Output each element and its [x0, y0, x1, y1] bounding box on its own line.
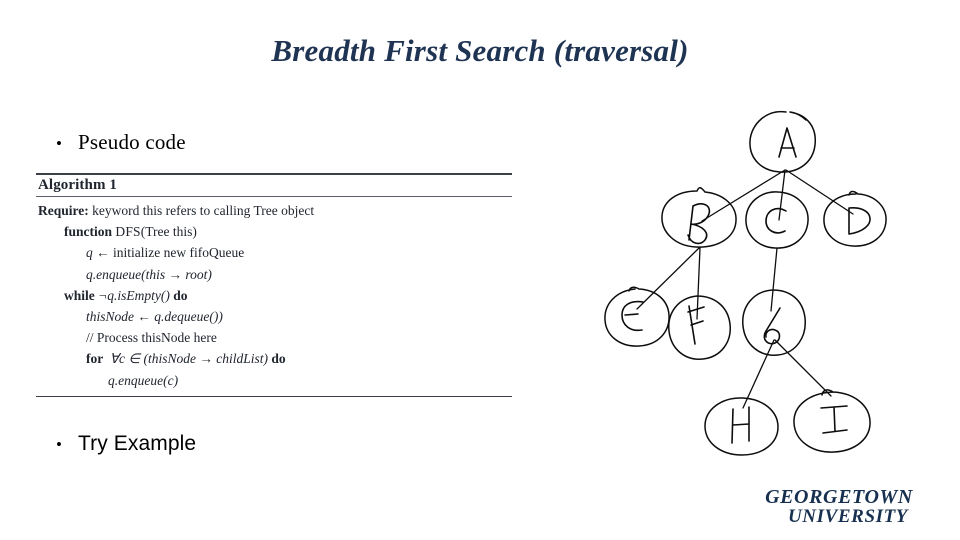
algorithm-line-segment: keyword this refers to calling Tree obje…: [88, 203, 315, 218]
algorithm-line: thisNode ← q.dequeue()): [38, 306, 512, 327]
tree-node-g-outline: [742, 289, 806, 356]
tree-node-h-label-glyph: [731, 406, 750, 444]
tree-node-d-label-glyph: [848, 207, 871, 235]
tree-node-e-label-glyph: [621, 300, 644, 332]
algorithm-line: function DFS(Tree this): [38, 221, 512, 242]
algorithm-line: q.enqueue(this → root): [38, 264, 512, 285]
algorithm-block: Algorithm 1 Require: keyword this refers…: [36, 173, 512, 397]
algorithm-line-segment: thisNode ← q.dequeue()): [86, 308, 223, 324]
tree-edge-a-b: [701, 169, 786, 222]
tree-node-f: [668, 295, 731, 360]
logo-line-georgetown: GEORGETOWN: [765, 486, 913, 508]
algorithm-line-segment: DFS: [115, 224, 141, 240]
algorithm-line: q.enqueue(c): [38, 370, 512, 391]
algorithm-line: for ∀c ∈ (thisNode → childList) do: [38, 348, 512, 369]
tree-node-h-outline: [704, 397, 779, 456]
tree-edge-g-h: [742, 339, 775, 409]
algorithm-caption: Algorithm 1: [38, 177, 118, 193]
bullet-item-try-example: • Try Example: [56, 432, 196, 456]
algorithm-line-segment: for: [86, 351, 107, 367]
algorithm-line-segment: ¬q.isEmpty(): [98, 287, 170, 303]
tree-node-f-outline: [668, 295, 731, 360]
algorithm-line-segment: function: [64, 224, 116, 240]
tree-node-f-label-glyph: [687, 305, 705, 345]
algorithm-line-segment: Require:: [38, 203, 89, 218]
tree-node-a: [749, 110, 816, 173]
algorithm-line-segment: q: [86, 245, 93, 261]
algorithm-line-segment: do: [169, 287, 188, 303]
algorithm-line-segment: (Tree this): [140, 224, 197, 240]
tree-edge-b-e: [636, 247, 700, 310]
bullet-item-pseudo-code: • Pseudo code: [56, 130, 186, 155]
page-title: Breadth First Search (traversal): [271, 33, 689, 68]
algorithm-line: q ← initialize new fifoQueue: [38, 242, 512, 263]
tree-node-i: [793, 389, 871, 453]
tree-node-a-outline: [749, 110, 816, 173]
tree-node-h: [704, 397, 779, 456]
algorithm-line-segment: do: [268, 351, 286, 367]
tree-node-g: [742, 289, 806, 356]
tree-edge-c-g: [770, 247, 778, 312]
algorithm-line: Require: keyword this refers to calling …: [38, 200, 512, 221]
algorithm-line-segment: // Process thisNode here: [86, 330, 217, 346]
tree-edge-a-c: [778, 169, 786, 221]
logo-line-university: UNIVERSITY: [787, 506, 909, 528]
tree-node-a-label-glyph: [778, 127, 797, 158]
tree-node-d: [823, 190, 887, 247]
tree-node-c: [745, 191, 809, 249]
bullet-dot-icon: •: [56, 134, 62, 153]
algorithm-rule-top: [36, 173, 512, 175]
algorithm-line: while ¬q.isEmpty() do: [38, 285, 512, 306]
bullet-dot-icon: •: [56, 435, 62, 454]
algorithm-rule-middle: [36, 196, 512, 197]
algorithm-line: // Process thisNode here: [38, 327, 512, 348]
algorithm-line-segment: while: [64, 287, 99, 303]
bullet-label-try-example: Try Example: [78, 432, 197, 455]
bullet-label-pseudo-code: Pseudo code: [78, 130, 186, 154]
tree-diagram: [585, 100, 915, 460]
tree-node-c-outline: [745, 191, 809, 249]
georgetown-university-logo: GEORGETOWN UNIVERSITY: [744, 487, 934, 527]
tree-node-e: [604, 286, 670, 347]
algorithm-line-segment: ← initialize new fifoQueue: [92, 245, 245, 261]
tree-node-b-outline: [661, 187, 737, 248]
tree-node-i-label-glyph: [820, 405, 848, 434]
algorithm-line-segment: ∀c ∈ (thisNode → childList): [106, 351, 268, 367]
tree-node-g-label-glyph: [763, 307, 781, 345]
tree-node-d-outline: [823, 190, 887, 247]
tree-edges: [636, 169, 854, 409]
tree-edge-g-i: [774, 339, 832, 397]
tree-node-b-label-glyph: [687, 202, 711, 245]
tree-node-e-outline: [604, 286, 670, 347]
tree-edge-a-d: [785, 169, 854, 215]
algorithm-rule-bottom: [36, 395, 512, 397]
tree-edge-b-f: [696, 247, 701, 320]
algorithm-line-segment: q.enqueue(c): [108, 372, 179, 388]
algorithm-line-segment: q.enqueue(this → root): [86, 266, 212, 282]
tree-node-c-label-glyph: [765, 207, 787, 234]
tree-node-i-outline: [793, 389, 871, 453]
algorithm-body: Require: keyword this refers to calling …: [36, 197, 512, 396]
tree-node-b: [661, 187, 737, 248]
